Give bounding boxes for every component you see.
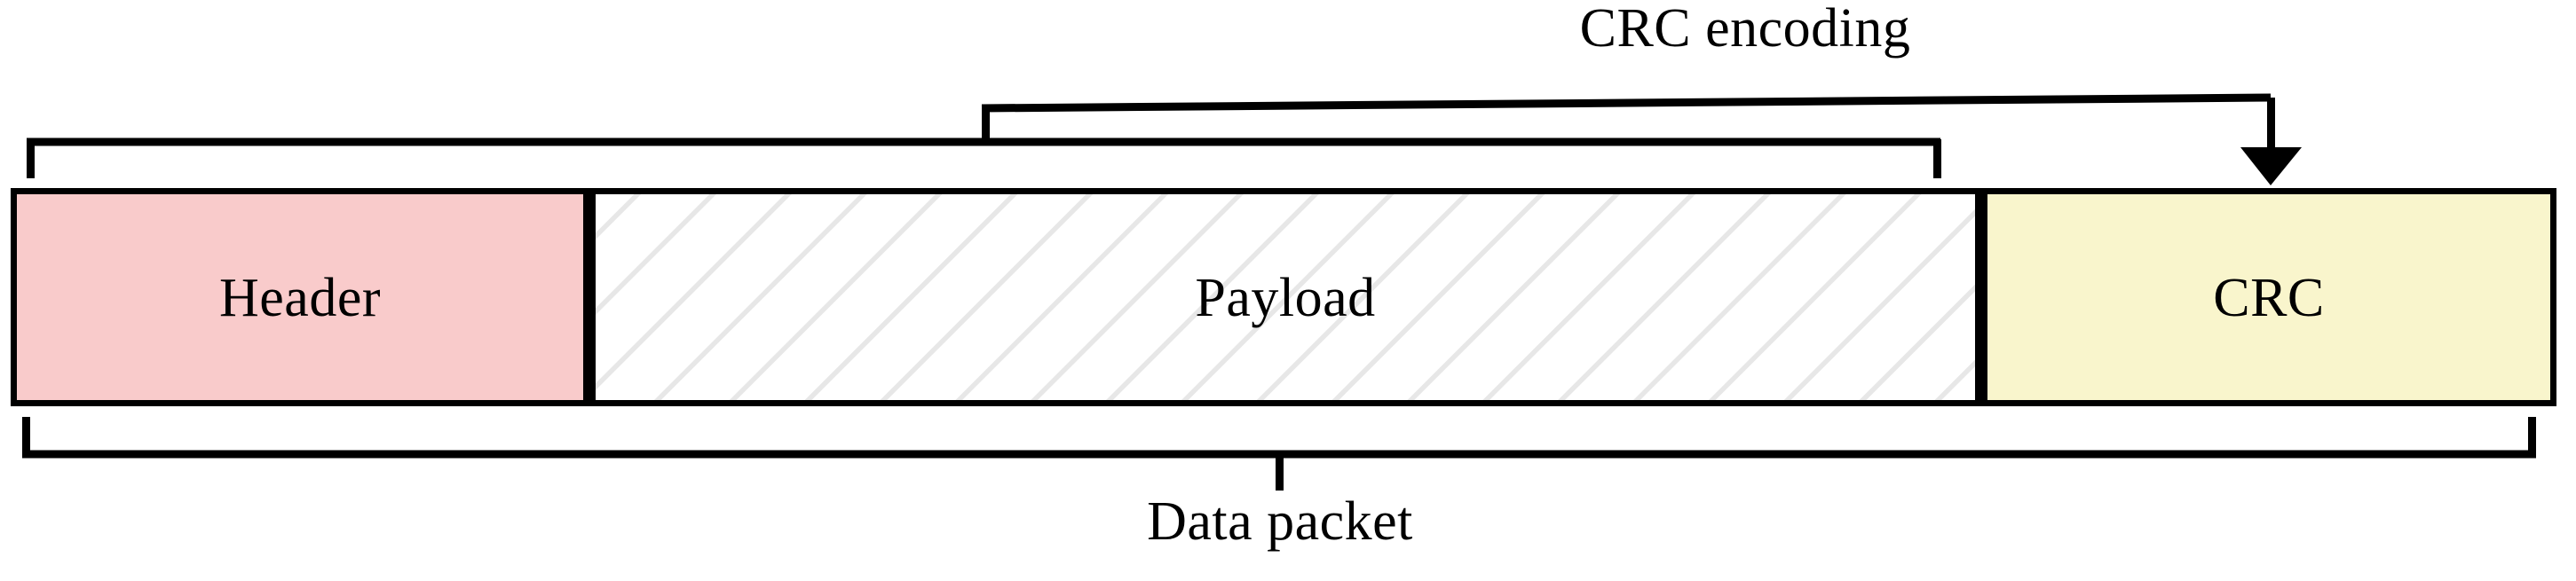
crc-encoding-arrow-head — [2240, 147, 2302, 185]
header-field-box[interactable] — [11, 188, 589, 406]
header-field-label: Header — [219, 268, 381, 328]
crc-encoding-label: CRC encoding — [1579, 0, 1911, 59]
crc-field-label: CRC — [2213, 268, 2325, 328]
payload-field-box[interactable] — [589, 188, 1981, 406]
payload-field-label: Payload — [1195, 268, 1376, 328]
crc-encoding-connector — [981, 93, 2272, 113]
crc-encoding-annotation — [27, 93, 2275, 178]
crc-field-box[interactable] — [1981, 188, 2556, 406]
data-packet-label: Data packet — [1147, 491, 1413, 552]
data-packet-annotation — [22, 417, 2536, 491]
packet-boxes — [11, 188, 2556, 406]
